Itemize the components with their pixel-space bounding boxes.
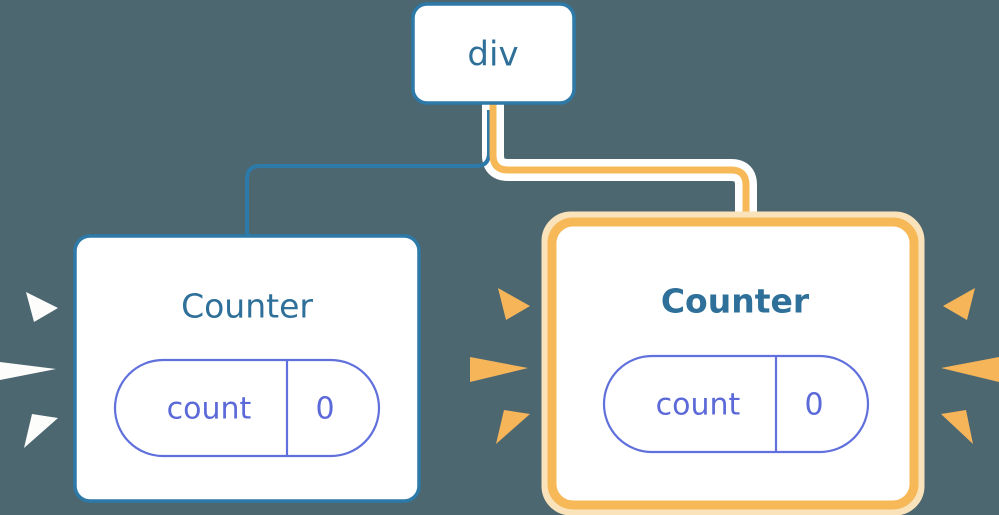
state-value-right: 0	[804, 388, 823, 423]
state-pill-right-outline	[602, 354, 870, 454]
state-key-right: count	[656, 388, 741, 423]
node-counter-right-title: Counter	[661, 282, 810, 321]
state-pill-left-outline	[113, 358, 381, 458]
node-counter-left[interactable]: Counter count 0	[73, 234, 421, 503]
node-counter-right-glow	[541, 211, 925, 515]
rays-middle-orange	[470, 288, 530, 444]
state-value-left: 0	[315, 392, 334, 427]
node-div[interactable]: div	[411, 2, 576, 105]
state-pill-right: count 0	[602, 354, 870, 454]
rays-left-white	[0, 292, 58, 448]
node-counter-left-title: Counter	[181, 287, 313, 326]
state-pill-left: count 0	[113, 358, 381, 458]
edge-right-orange	[489, 103, 750, 240]
rays-right-orange	[941, 288, 999, 444]
state-key-left: count	[167, 392, 252, 427]
node-div-label: div	[467, 35, 518, 75]
node-counter-right[interactable]: Counter count 0	[541, 211, 925, 515]
edge-left-blue	[245, 110, 491, 238]
node-div-box	[411, 2, 576, 105]
